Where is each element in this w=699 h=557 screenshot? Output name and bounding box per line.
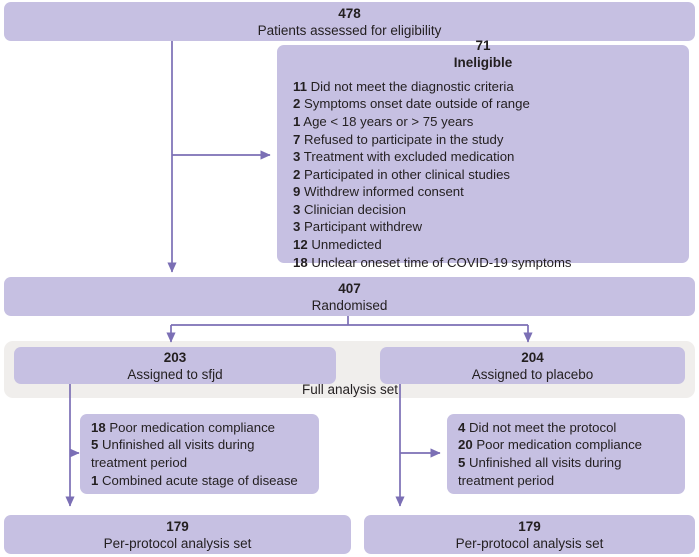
reason-count: 9 bbox=[293, 184, 301, 200]
reason-count: 3 bbox=[293, 201, 301, 217]
list-item: 7 Refused to participate in the study bbox=[293, 131, 673, 149]
exclusion-count: 5 bbox=[458, 455, 466, 470]
exclusion-text: Did not meet the protocol bbox=[469, 419, 617, 435]
list-item: 3 Treatment with excluded medication bbox=[293, 148, 673, 166]
per-protocol-left-box: 179 Per-protocol analysis set bbox=[4, 515, 351, 554]
randomised-count: 407 bbox=[338, 280, 361, 296]
reason-text: Refused to participate in the study bbox=[304, 131, 504, 147]
reason-text: Participated in other clinical studies bbox=[304, 166, 510, 182]
list-item: 18 Poor medication compliance bbox=[91, 419, 308, 437]
exclusion-count: 4 bbox=[458, 419, 466, 435]
full-analysis-set-label: Full analysis set bbox=[301, 382, 399, 397]
reason-count: 12 bbox=[293, 237, 308, 253]
per-protocol-right-box: 179 Per-protocol analysis set bbox=[364, 515, 695, 554]
reason-text: Treatment with excluded medication bbox=[303, 149, 515, 165]
per-protocol-left-count: 179 bbox=[166, 518, 189, 534]
ineligible-label: Ineligible bbox=[453, 54, 513, 70]
assigned-left-count: 203 bbox=[163, 349, 187, 365]
reason-count: 2 bbox=[293, 166, 301, 182]
enrollment-label: Patients assessed for eligibility bbox=[257, 22, 442, 38]
reason-count: 1 bbox=[293, 113, 301, 129]
reason-text: Unmedicted bbox=[311, 237, 382, 253]
list-item: 5 Unfinished all visits during treatment… bbox=[458, 454, 674, 489]
assigned-left-box: 203 Assigned to sfjd bbox=[14, 347, 336, 384]
exclusion-text: Combined acute stage of disease bbox=[102, 472, 298, 488]
exclusions-left-list: 18 Poor medication compliance 5 Unfinish… bbox=[91, 419, 308, 489]
ineligible-box: 71 Ineligible 11 Did not meet the diagno… bbox=[277, 38, 689, 270]
reason-text: Participant withdrew bbox=[304, 219, 423, 235]
exclusion-count: 18 bbox=[91, 419, 106, 435]
reason-count: 7 bbox=[293, 131, 301, 147]
ineligible-count: 71 bbox=[475, 37, 491, 53]
reason-count: 3 bbox=[293, 219, 301, 235]
list-item: 5 Unfinished all visits during treatment… bbox=[91, 436, 308, 471]
reason-count: 3 bbox=[293, 149, 301, 165]
exclusion-count: 20 bbox=[458, 437, 473, 453]
list-item: 2 Symptoms onset date outside of range bbox=[293, 95, 673, 113]
randomised-box: 407 Randomised bbox=[4, 277, 695, 316]
reason-text: Clinician decision bbox=[304, 201, 406, 217]
list-item: 1 Age < 18 years or > 75 years bbox=[293, 113, 673, 131]
exclusions-left-box: 18 Poor medication compliance 5 Unfinish… bbox=[80, 414, 319, 494]
randomised-label: Randomised bbox=[311, 297, 388, 313]
reason-text: Withdrew informed consent bbox=[304, 184, 464, 200]
enrollment-count: 478 bbox=[338, 5, 361, 21]
exclusions-right-list: 4 Did not meet the protocol 20 Poor medi… bbox=[458, 419, 674, 489]
exclusions-right-box: 4 Did not meet the protocol 20 Poor medi… bbox=[447, 414, 685, 494]
list-item: 3 Clinician decision bbox=[293, 201, 673, 219]
reason-text: Unclear oneset time of COVID-19 symptoms bbox=[311, 254, 572, 270]
assigned-right-count: 204 bbox=[521, 349, 544, 365]
assigned-right-label: Assigned to placebo bbox=[471, 366, 594, 382]
assigned-right-box: 204 Assigned to placebo bbox=[380, 347, 685, 384]
ineligible-heading: 71 Ineligible bbox=[293, 37, 673, 71]
reason-text: Symptoms onset date outside of range bbox=[304, 96, 530, 112]
ineligible-reason-list: 11 Did not meet the diagnostic criteria … bbox=[293, 78, 673, 272]
per-protocol-right-count: 179 bbox=[518, 518, 541, 534]
list-item: 12 Unmedicted bbox=[293, 236, 673, 254]
exclusion-text: Unfinished all visits during treatment p… bbox=[458, 455, 622, 488]
list-item: 3 Participant withdrew bbox=[293, 218, 673, 236]
list-item: 4 Did not meet the protocol bbox=[458, 419, 674, 437]
per-protocol-left-label: Per-protocol analysis set bbox=[103, 535, 252, 551]
exclusion-text: Poor medication compliance bbox=[476, 437, 643, 453]
per-protocol-right-label: Per-protocol analysis set bbox=[455, 535, 604, 551]
list-item: 9 Withdrew informed consent bbox=[293, 183, 673, 201]
list-item: 1 Combined acute stage of disease bbox=[91, 472, 308, 490]
exclusion-count: 1 bbox=[91, 472, 99, 488]
reason-count: 11 bbox=[293, 78, 307, 94]
list-item: 11 Did not meet the diagnostic criteria bbox=[293, 78, 673, 96]
reason-text: Did not meet the diagnostic criteria bbox=[310, 78, 514, 94]
exclusion-text: Unfinished all visits during treatment p… bbox=[91, 437, 255, 470]
list-item: 2 Participated in other clinical studies bbox=[293, 166, 673, 184]
reason-text: Age < 18 years or > 75 years bbox=[303, 113, 474, 129]
exclusion-text: Poor medication compliance bbox=[109, 419, 276, 435]
enrollment-box: 478 Patients assessed for eligibility bbox=[4, 2, 695, 41]
exclusion-count: 5 bbox=[91, 437, 99, 453]
reason-count: 2 bbox=[293, 96, 301, 112]
assigned-left-label: Assigned to sfjd bbox=[127, 366, 223, 382]
reason-count: 18 bbox=[293, 254, 308, 270]
list-item: 20 Poor medication compliance bbox=[458, 436, 674, 454]
list-item: 18 Unclear oneset time of COVID-19 sympt… bbox=[293, 254, 673, 272]
